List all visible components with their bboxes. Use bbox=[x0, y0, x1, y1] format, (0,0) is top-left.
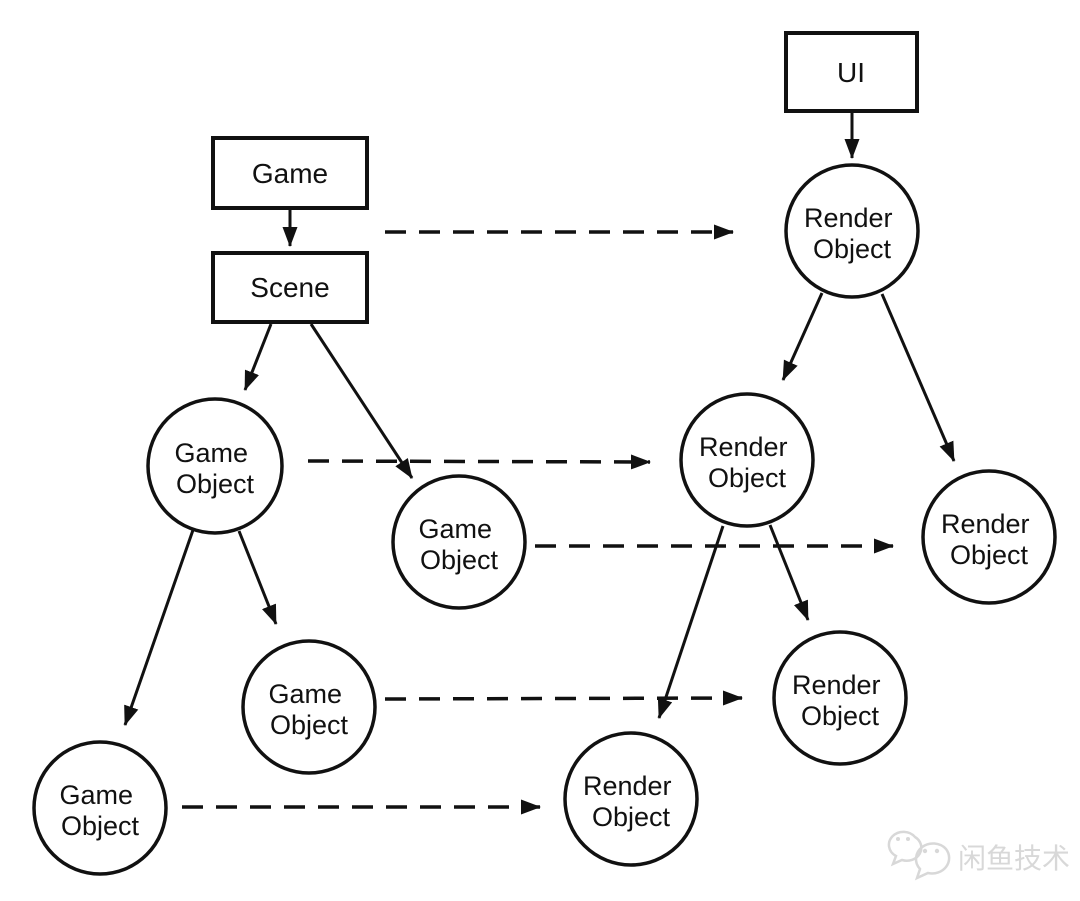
node-scene-box: Scene bbox=[211, 251, 369, 324]
node-game-box: Game bbox=[211, 136, 369, 210]
edge-game-object-1-to-game-object-4 bbox=[123, 529, 195, 726]
node-render-object-3: Render Object bbox=[921, 469, 1057, 605]
watermark-large-bubble bbox=[914, 842, 951, 881]
node-game-object-1: Game Object bbox=[146, 397, 284, 535]
game-box-label: Game bbox=[252, 158, 328, 189]
edge-scene-to-game-object-1 bbox=[243, 323, 273, 391]
game-object-4-shape bbox=[32, 740, 168, 876]
node-render-object-1: Render Object bbox=[784, 163, 920, 299]
game-object-4-label: Game Object bbox=[59, 780, 140, 841]
node-ui-box: UI bbox=[784, 31, 919, 113]
dashed-mapping-arrows bbox=[182, 224, 894, 815]
game-object-3-label: Game Object bbox=[268, 679, 349, 740]
edge-game-object-1-to-game-object-3 bbox=[237, 530, 278, 625]
render-object-2-shape bbox=[679, 392, 815, 528]
node-render-object-2: Render Object bbox=[679, 392, 815, 528]
mapping-arrow-game-object-1-to-render-object-2 bbox=[307, 454, 651, 470]
scene-box-shape bbox=[211, 251, 369, 324]
edge-render-object-1-to-render-object-2 bbox=[781, 292, 824, 381]
render-object-4-label: Render Object bbox=[792, 670, 888, 731]
game-object-2-shape bbox=[391, 474, 527, 610]
node-game-object-2: Game Object bbox=[391, 474, 527, 610]
render-object-4-shape bbox=[772, 630, 908, 766]
game-object-1-label: Game Object bbox=[174, 438, 255, 499]
watermark: 闲鱼技术 bbox=[887, 830, 1070, 881]
render-object-3-label: Render Object bbox=[941, 509, 1037, 570]
render-object-3-shape bbox=[921, 469, 1057, 605]
game-box-shape bbox=[211, 136, 369, 210]
node-render-object-4: Render Object bbox=[772, 630, 908, 766]
edge-scene-to-game-object-2 bbox=[309, 323, 414, 479]
node-game-object-3: Game Object bbox=[241, 639, 377, 775]
ui-box-label: UI bbox=[837, 57, 865, 88]
render-object-1-shape bbox=[784, 163, 920, 299]
mapping-arrow-game-object-3-to-render-object-4 bbox=[384, 690, 743, 706]
edge-render-object-2-to-render-object-5 bbox=[657, 525, 725, 719]
render-object-5-label: Render Object bbox=[583, 771, 679, 832]
game-object-2-label: Game Object bbox=[418, 514, 499, 575]
node-render-object-5: Render Object bbox=[563, 731, 699, 867]
render-object-5-shape bbox=[563, 731, 699, 867]
render-object-2-label: Render Object bbox=[699, 432, 795, 493]
game-object-1-shape bbox=[146, 397, 284, 535]
edge-render-object-1-to-render-object-3 bbox=[880, 293, 956, 462]
watermark-text: 闲鱼技术 bbox=[958, 843, 1070, 874]
wechat-chat-bubbles-icon bbox=[887, 830, 951, 881]
scene-box-label: Scene bbox=[250, 272, 329, 303]
node-game-object-4: Game Object bbox=[32, 740, 168, 876]
ui-box-shape bbox=[784, 31, 919, 113]
game-object-3-shape bbox=[241, 639, 377, 775]
edge-render-object-2-to-render-object-4 bbox=[768, 524, 810, 621]
render-object-1-label: Render Object bbox=[804, 203, 900, 264]
solid-edges bbox=[123, 112, 956, 726]
